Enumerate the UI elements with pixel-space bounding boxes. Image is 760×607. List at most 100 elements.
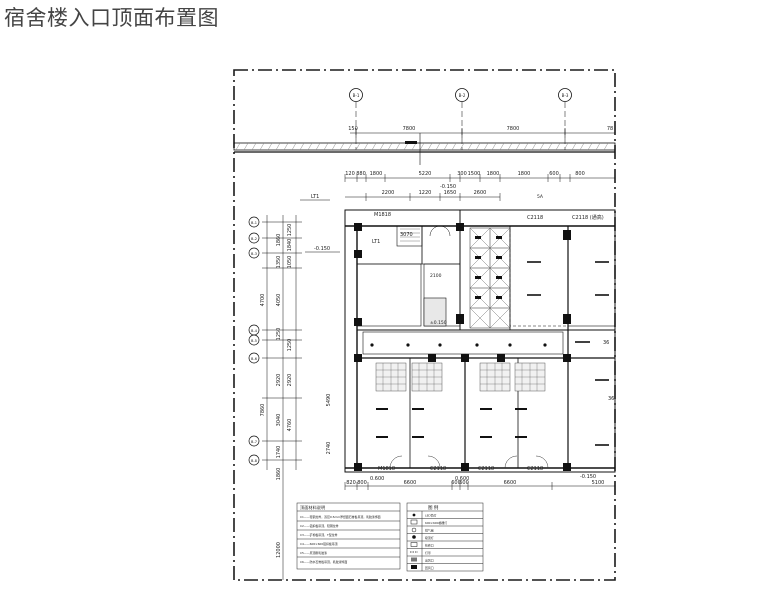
bottom-dim-1: 820 <box>346 480 356 486</box>
label-dim-3070: 3070 <box>400 232 413 238</box>
label-level-4: -0.150 <box>580 474 596 480</box>
structural-columns <box>354 223 571 471</box>
light-fixtures-top <box>475 236 502 299</box>
left-dim-5: 1050 <box>287 256 293 269</box>
label-m1818-bottom: M1818 <box>378 466 395 472</box>
lt1-top-label: LT1 <box>311 194 319 200</box>
svg-text:B-7: B-7 <box>251 440 257 444</box>
svg-text:B-1: B-1 <box>353 93 360 98</box>
second-dim-10: 800 <box>575 171 585 177</box>
dim-5490: 5490 <box>326 394 332 407</box>
legend-item-6: 灯带 <box>425 550 431 555</box>
second-dim-9: 600 <box>549 171 559 177</box>
note-6: C6——防水石膏板吊顶，乳胶漆饰面 <box>300 559 347 564</box>
left-dim-11: 2920 <box>287 374 293 387</box>
label-dim-36b: 36 <box>603 340 609 346</box>
label-level-3: ±0.150 <box>430 320 447 326</box>
left-dim-10: 2920 <box>276 374 282 387</box>
legend-item-8: 回风口 <box>425 566 434 570</box>
second-dim-7: 1800 <box>487 171 500 177</box>
second-dim-5: 300 <box>457 171 467 177</box>
legend-symbols <box>410 513 418 569</box>
svg-text:B-4: B-4 <box>251 329 258 333</box>
legend-item-4: 吸顶灯 <box>425 535 434 540</box>
grid-bubble-left-2: B-2 <box>248 232 260 244</box>
left-dim-13: 3040 <box>276 414 282 427</box>
bottom-dim-7: 5100 <box>592 480 605 486</box>
grille-light-icon <box>410 519 418 525</box>
left-dim-12: 7860 <box>260 404 266 417</box>
second-dimension <box>344 174 615 182</box>
note-1: C1——轻钢龙骨，双层9.5mm厚纸面石膏板吊顶，乳胶漆饰面 <box>300 514 381 519</box>
grid-bubble-left-3: B-3 <box>248 247 260 259</box>
left-dim-4: 1350 <box>276 256 282 269</box>
grid-bubble-top-1: B-1 <box>349 88 363 102</box>
left-dim-9: 1250 <box>287 339 293 352</box>
left-dim-7: 4050 <box>276 294 282 307</box>
grid-bubble-top-2: B-2 <box>455 88 469 102</box>
legend-item-2: 600×600格栅灯 <box>425 520 447 525</box>
note-5: C5——原顶刷乳胶漆 <box>300 550 327 555</box>
grid-bubble-left-4: B-4 <box>248 324 260 336</box>
bottom-dim-5: 600 <box>459 480 469 486</box>
left-dim-1: 1250 <box>287 224 293 237</box>
grid-bubble-top-3: B-3 <box>558 88 572 102</box>
level-mark-1: -0.150 <box>440 184 456 190</box>
level-mark-2: -0.150 <box>314 246 330 252</box>
label-level-6: 0.600 <box>455 476 469 482</box>
right-rooms <box>509 225 616 469</box>
svg-text:B-2: B-2 <box>251 237 257 241</box>
grid-bubble-left-1: B-1 <box>248 216 260 228</box>
svg-text:B-3: B-3 <box>251 252 257 256</box>
label-c2118-b1: C2118 <box>430 466 446 472</box>
top-wall-band <box>233 133 616 165</box>
top-dim-1: 150 <box>348 126 358 132</box>
grid-bubble-left-5: B-5 <box>248 334 260 346</box>
label-dim-2100: 2100 <box>430 273 442 279</box>
bottom-dim-3: 6600 <box>404 480 417 486</box>
legend-item-7: 出风口 <box>425 558 434 563</box>
corridor <box>362 331 564 355</box>
bottom-dim-2: 800 <box>357 480 367 486</box>
bottom-dim-4: 600 <box>451 480 461 486</box>
grid-bubble-left-8: B-8 <box>248 454 260 466</box>
third-dim-2: 1220 <box>419 190 432 196</box>
svg-text:B-3: B-3 <box>562 93 569 98</box>
left-dim-3: 1840 <box>287 239 293 252</box>
label-c2118-b2: C2118 <box>478 466 494 472</box>
note-3: C3——矿棉板吊顶，T型龙骨 <box>300 532 338 537</box>
third-dim-1: 2200 <box>382 190 395 196</box>
left-dim-18: 12000 <box>276 542 282 558</box>
second-dim-1: 120 <box>345 171 355 177</box>
access-panel-icon <box>410 542 418 547</box>
legend-item-5: 检修口 <box>425 543 434 548</box>
note-4: C4——600×600铝扣板吊顶 <box>300 541 338 546</box>
label-m1818-top: M1818 <box>374 212 391 218</box>
svg-text:B-2: B-2 <box>459 93 466 98</box>
page-title: 宿舍楼入口顶面布置图 <box>4 6 219 30</box>
ceiling-light-icon <box>412 535 416 539</box>
top-dim-4: 78 <box>607 126 613 132</box>
second-dim-3: 1800 <box>370 171 383 177</box>
top-rooms <box>356 225 461 327</box>
label-c2118-top1: C2118 <box>527 215 543 221</box>
legend-item-1: LED筒灯 <box>425 513 437 518</box>
grid-lines-top <box>355 102 566 150</box>
top-dim-3: 7800 <box>507 126 520 132</box>
third-dim-3: 1650 <box>444 190 457 196</box>
legend-title: 图 例 <box>428 504 439 511</box>
third-dim-4: 2600 <box>474 190 487 196</box>
left-dim-14: 4760 <box>287 419 293 432</box>
left-dim-15: 2740 <box>326 442 332 455</box>
left-dim-8: 1250 <box>276 328 282 341</box>
left-dim-6: 4700 <box>260 294 266 307</box>
top-dim-2: 7800 <box>403 126 416 132</box>
svg-text:B-1: B-1 <box>251 221 257 225</box>
linear-lights <box>527 261 609 446</box>
door-swings <box>389 455 549 469</box>
second-dim-4: 5220 <box>419 171 432 177</box>
note-2: C2——铝扣板吊顶，轻钢龙骨 <box>300 523 339 528</box>
room-light-fixtures <box>376 408 527 438</box>
grid-bubble-left-7: B-7 <box>248 435 260 447</box>
